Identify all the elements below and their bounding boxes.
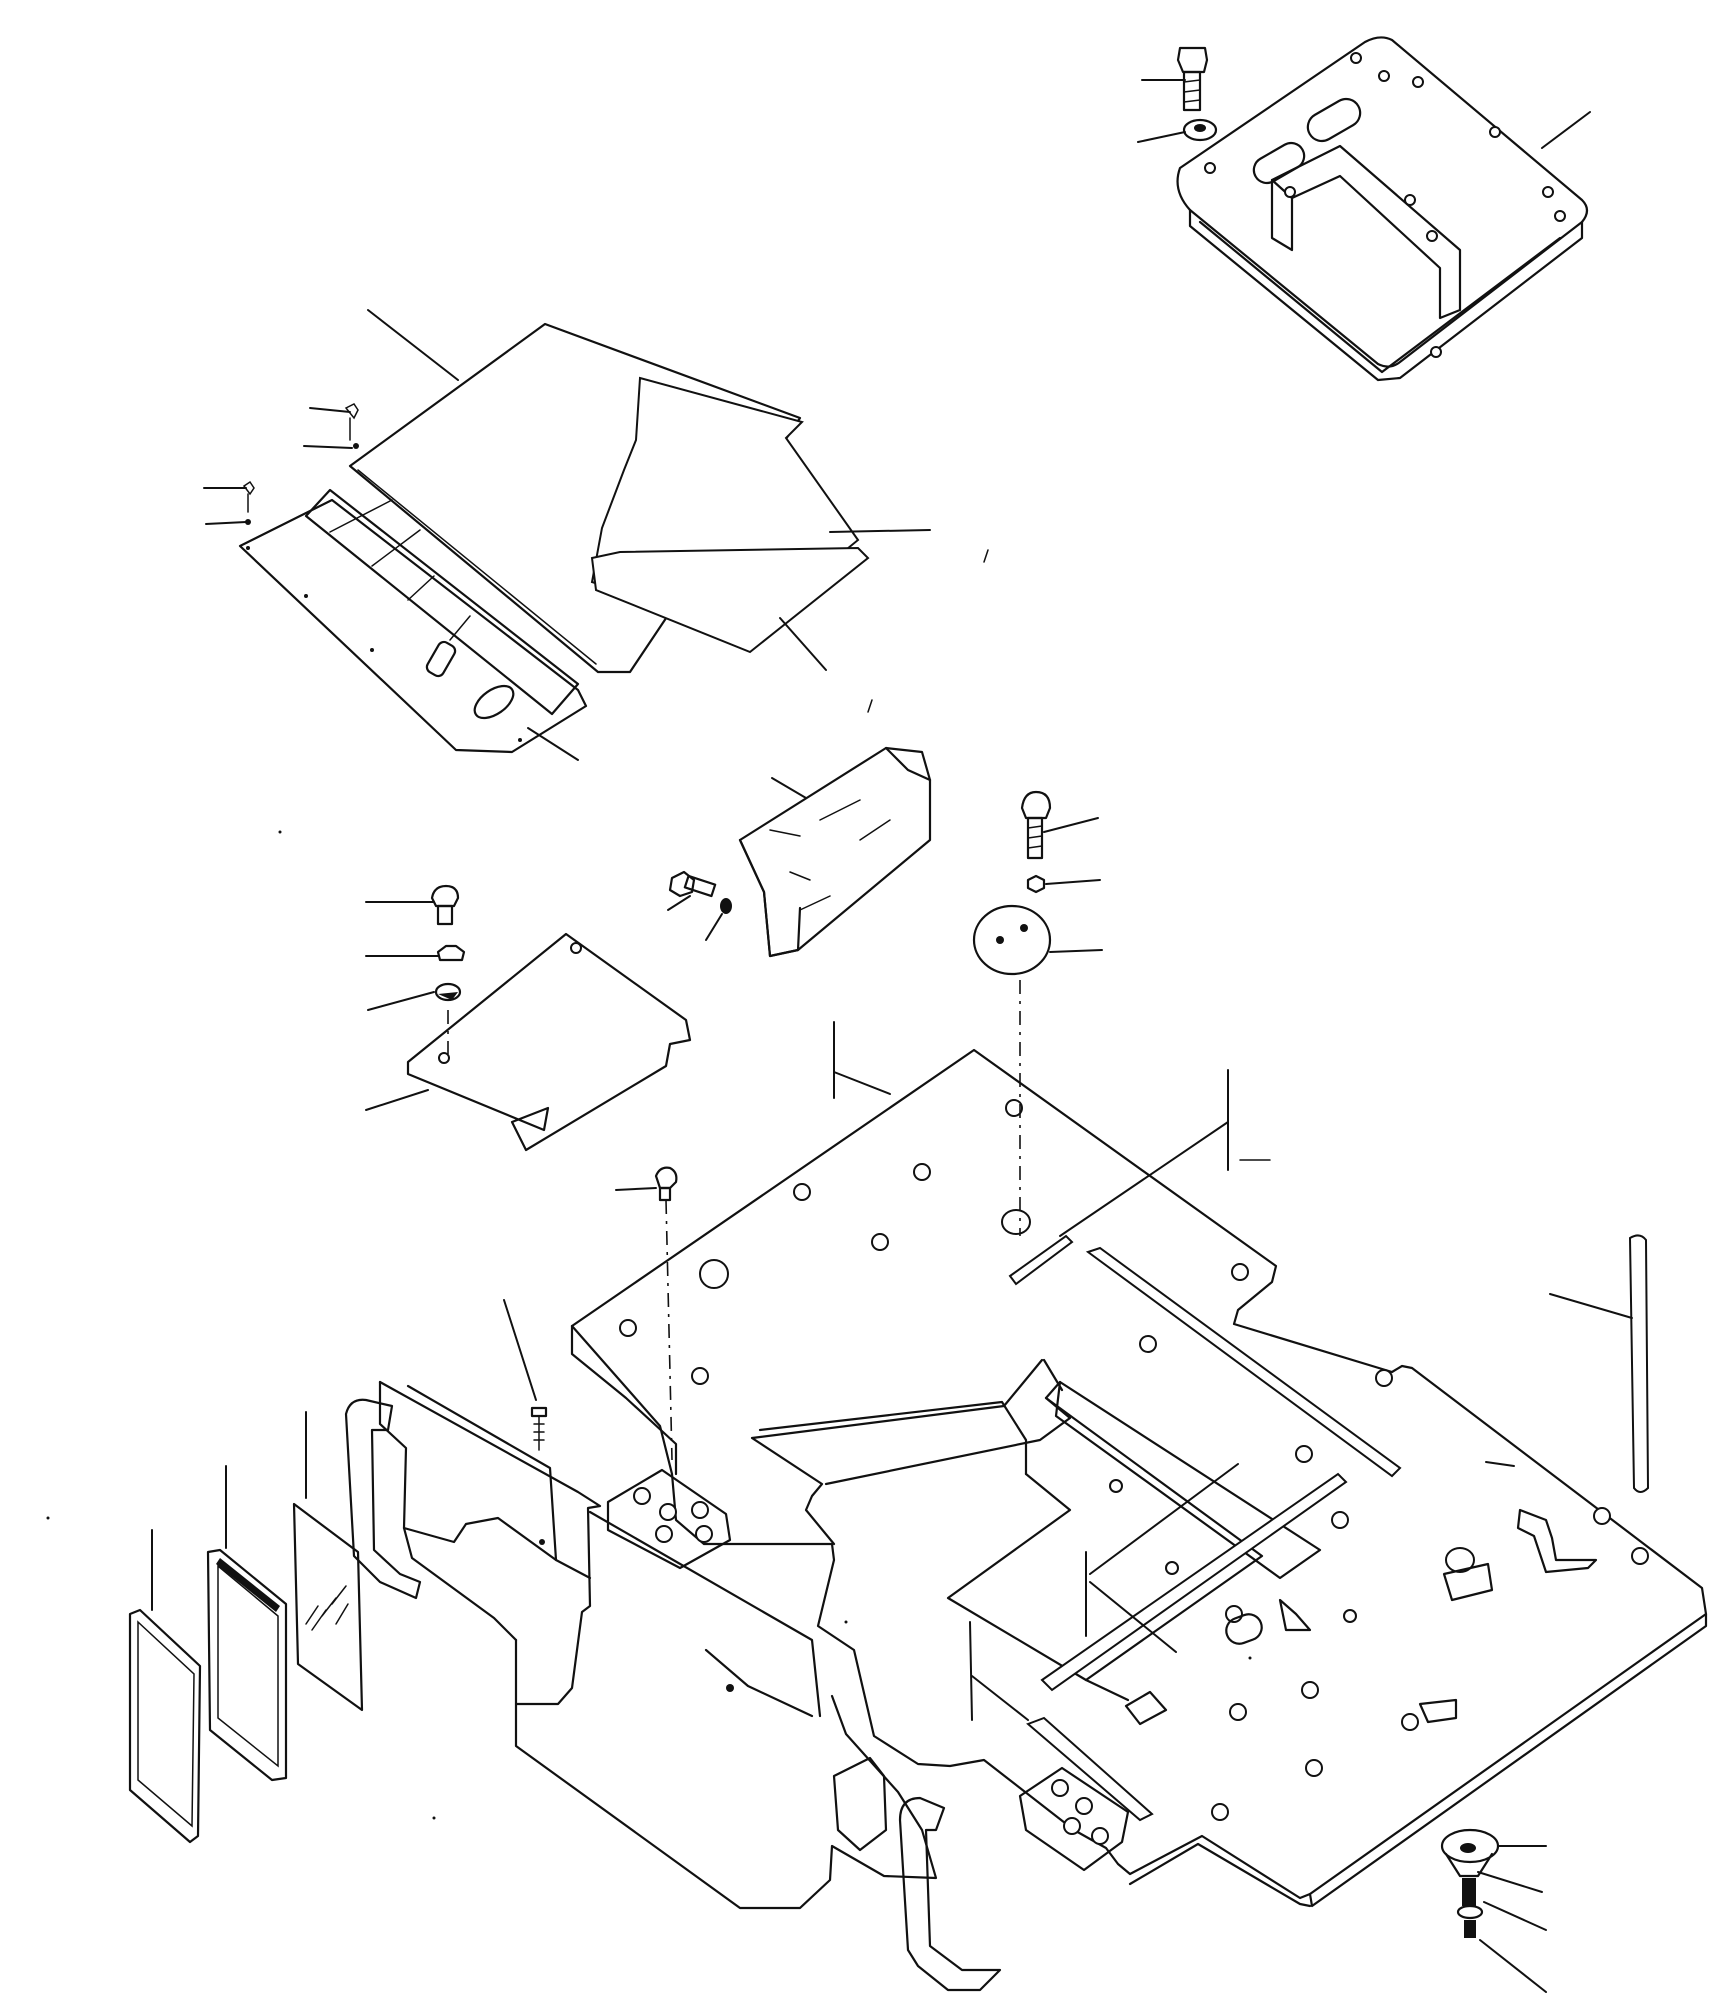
side-bolt-stack xyxy=(430,884,466,1002)
window-glass xyxy=(292,1502,364,1712)
screw-pair-left xyxy=(242,403,359,525)
stud-bolt xyxy=(1456,1878,1484,1938)
bolt xyxy=(1176,46,1209,112)
leader-lines-window xyxy=(151,1411,307,1611)
washer xyxy=(1182,118,1218,142)
bolt-upper-center xyxy=(1020,790,1052,860)
leader-lines-foot xyxy=(1477,1845,1547,1993)
leader-lines-inspection-cover xyxy=(365,901,439,1111)
leader-lines-console xyxy=(667,777,807,941)
rubber-foot xyxy=(1440,1828,1500,1878)
nut-small-center xyxy=(1026,874,1046,894)
round-plate xyxy=(972,904,1052,976)
window-seal xyxy=(206,1548,288,1782)
seat-mount-bracket xyxy=(1176,36,1589,382)
centerlines xyxy=(447,980,1021,1461)
leader-lines-center-right xyxy=(1043,817,1103,953)
bolt-frame-left xyxy=(654,1166,678,1202)
inspection-cover xyxy=(406,932,692,1152)
spring-washer-console xyxy=(720,898,732,914)
window-frame-outer xyxy=(128,1608,202,1844)
screw-frame-small xyxy=(530,1406,548,1451)
leader-lines-top-right xyxy=(1137,79,1591,149)
rubber-strip-long-upper xyxy=(1085,1246,1402,1478)
rubber-strip-front xyxy=(1026,1716,1154,1822)
leader-lines-frame xyxy=(503,1021,1633,1721)
stray-marks xyxy=(46,830,1252,1820)
main-frame xyxy=(344,1048,1708,1992)
rubber-strip-short xyxy=(1008,1234,1074,1286)
hex-bolt-console xyxy=(668,870,717,898)
access-cover-plates xyxy=(238,488,588,754)
rubber-strip-long-lower xyxy=(1040,1472,1348,1692)
floor-mat-lower xyxy=(590,546,870,654)
console-block xyxy=(738,746,932,958)
leader-lines-floor-plate xyxy=(203,309,989,761)
rubber-strip-loose xyxy=(1628,1234,1650,1493)
